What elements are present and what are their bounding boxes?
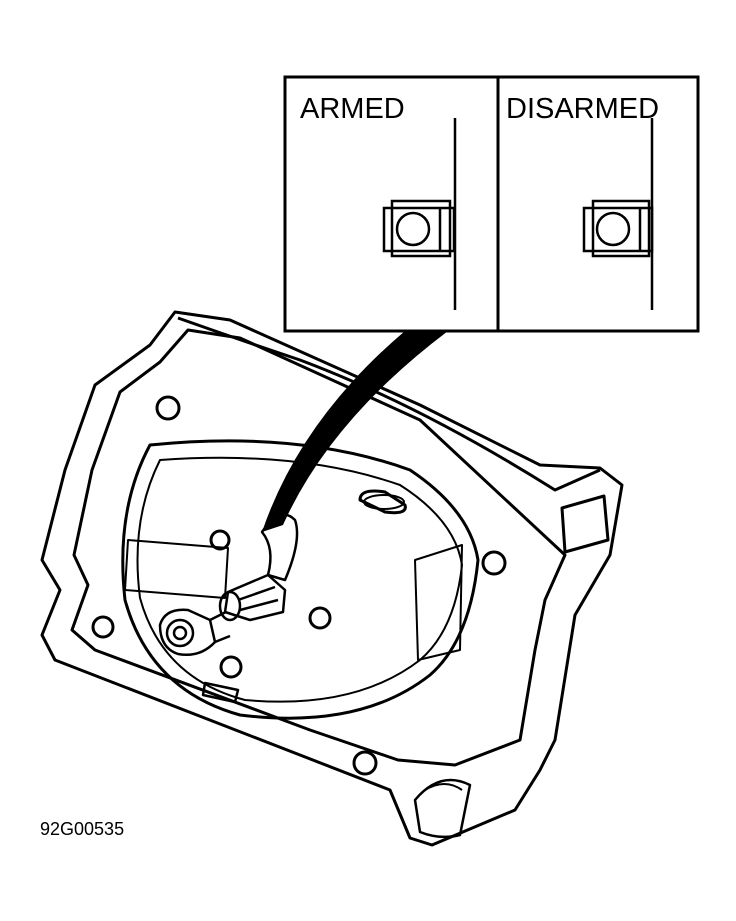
- module-back-panel-inner: [136, 456, 463, 703]
- callout-beam: [262, 331, 448, 532]
- module-right-window: [414, 544, 463, 661]
- inset-detail: ARMED DISARMED: [283, 75, 700, 333]
- disarmed-panel: DISARMED: [506, 93, 659, 310]
- module-inner-rim: [70, 328, 567, 767]
- mounting-hole: [91, 615, 115, 639]
- inset-frame: [283, 75, 700, 333]
- figure-id-label: 92G00535: [40, 819, 124, 839]
- module-label-plate: [124, 539, 229, 599]
- mounting-hole: [219, 655, 243, 679]
- module-bottom-clip: [201, 681, 240, 704]
- module-slot: [358, 489, 407, 515]
- mounting-hole: [209, 529, 231, 551]
- mounting-hole: [308, 606, 332, 630]
- module-side-tab: [560, 494, 610, 554]
- mounting-hole: [155, 395, 181, 421]
- inflator-connector: [158, 608, 231, 656]
- armed-panel: ARMED: [300, 93, 457, 310]
- disarmed-label: DISARMED: [506, 93, 659, 125]
- airbag-module: [40, 310, 624, 847]
- armed-connector-icon: [382, 199, 456, 258]
- module-bottom-notch: [413, 778, 472, 839]
- module-outer-housing: [40, 310, 624, 847]
- mounting-hole: [481, 550, 507, 576]
- mounting-hole: [352, 750, 378, 776]
- module-flange-lip: [177, 316, 601, 492]
- disarmed-connector-icon: [582, 199, 654, 258]
- module-back-panel: [121, 439, 480, 720]
- shorting-connector: [218, 513, 299, 622]
- armed-label: ARMED: [300, 93, 405, 125]
